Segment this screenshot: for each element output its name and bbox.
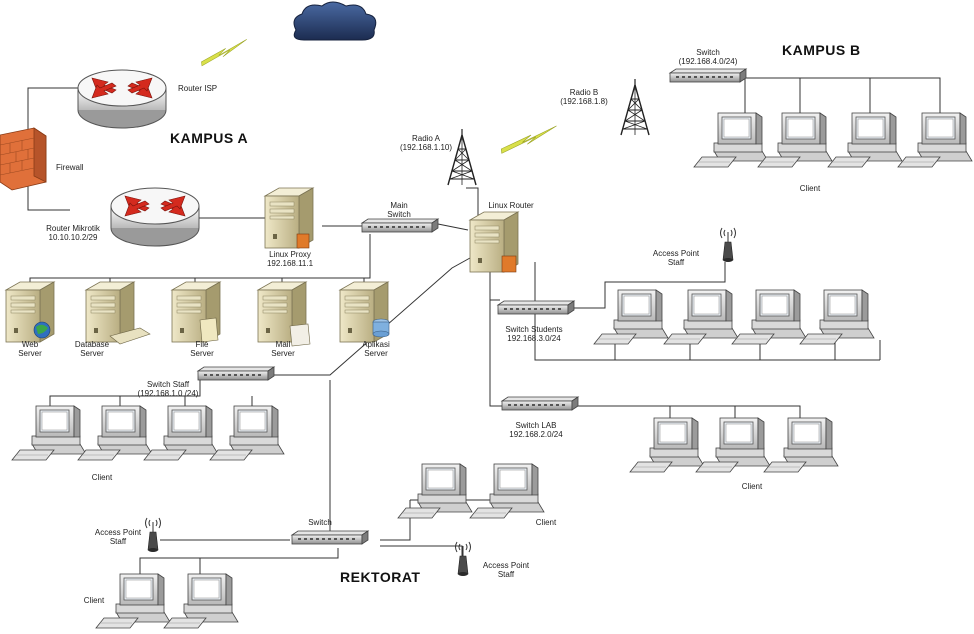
radio-b-label: Radio B(192.168.1.8) <box>560 88 608 106</box>
client-pc-icon <box>763 417 839 473</box>
client-pc-icon <box>209 405 285 461</box>
switch-rektorat-icon <box>291 530 369 545</box>
switch-kampus-b-icon <box>669 68 747 83</box>
switch-lab-icon <box>501 396 579 411</box>
firewall-label: Firewall <box>56 163 84 172</box>
tower-radio-a-icon <box>447 128 477 186</box>
switch-staff-label: Switch Staff(192.168.1.0 /24) <box>137 380 199 398</box>
client-pc-icon <box>11 405 87 461</box>
rektorat-client-label: Client <box>535 518 557 527</box>
client-pc-icon <box>757 112 833 168</box>
client-pc-icon <box>469 463 545 519</box>
access-point-icon <box>720 227 736 263</box>
file-server-icon <box>171 281 221 343</box>
rektorat-title: REKTORAT <box>340 569 421 585</box>
kampus-b-client-label: Client <box>799 184 821 193</box>
lab-client-label: Client <box>741 482 763 491</box>
database-server-icon <box>85 281 151 345</box>
switch-staff-icon <box>197 366 275 381</box>
router-isp-icon <box>77 69 167 129</box>
router-isp-label: Router ISP <box>178 84 218 93</box>
linux-proxy-server-icon <box>264 187 314 249</box>
linux-router-server-icon <box>469 211 519 273</box>
client-pc-icon <box>163 573 239 629</box>
access-point-icon <box>145 517 161 553</box>
linux-router-label: Linux Router <box>488 201 534 210</box>
client-pc-icon <box>77 405 153 461</box>
client-pc-icon <box>693 112 769 168</box>
kampus-a-title: KAMPUS A <box>170 130 249 146</box>
client-pc-icon <box>799 289 875 345</box>
connection-lines <box>27 77 941 580</box>
client-pc-icon <box>827 112 903 168</box>
wireless-link-icon <box>498 125 560 154</box>
client-pc-icon <box>897 112 973 168</box>
client-pc-icon <box>695 417 771 473</box>
client-pc-icon <box>397 463 473 519</box>
switch-students-icon <box>497 300 575 315</box>
kampus-b-title: KAMPUS B <box>782 42 861 58</box>
radio-a-label: Radio A(192.168.1.10) <box>399 134 453 152</box>
switch-rektorat-label: Switch <box>308 518 332 527</box>
rektorat-client-bottom-label: Client <box>83 596 105 605</box>
main-switch-icon <box>361 218 439 233</box>
client-pc-icon <box>143 405 219 461</box>
tower-radio-b-icon <box>620 78 650 136</box>
client-pc-icon <box>731 289 807 345</box>
client-pc-icon <box>95 573 171 629</box>
web-server-icon <box>5 281 55 343</box>
router-mikrotik-icon <box>110 187 200 247</box>
firewall-icon <box>0 127 47 191</box>
application-server-icon <box>339 281 390 343</box>
client-pc-icon <box>663 289 739 345</box>
access-point-icon <box>455 541 471 577</box>
staff-client-label: Client <box>91 473 113 482</box>
client-pc-icon <box>629 417 705 473</box>
switch-kampus-b-label: Switch(192.168.4.0/24) <box>678 48 738 66</box>
internet-cloud-icon <box>293 1 377 41</box>
mail-server-icon <box>257 281 311 347</box>
wireless-link-icon <box>198 39 250 67</box>
